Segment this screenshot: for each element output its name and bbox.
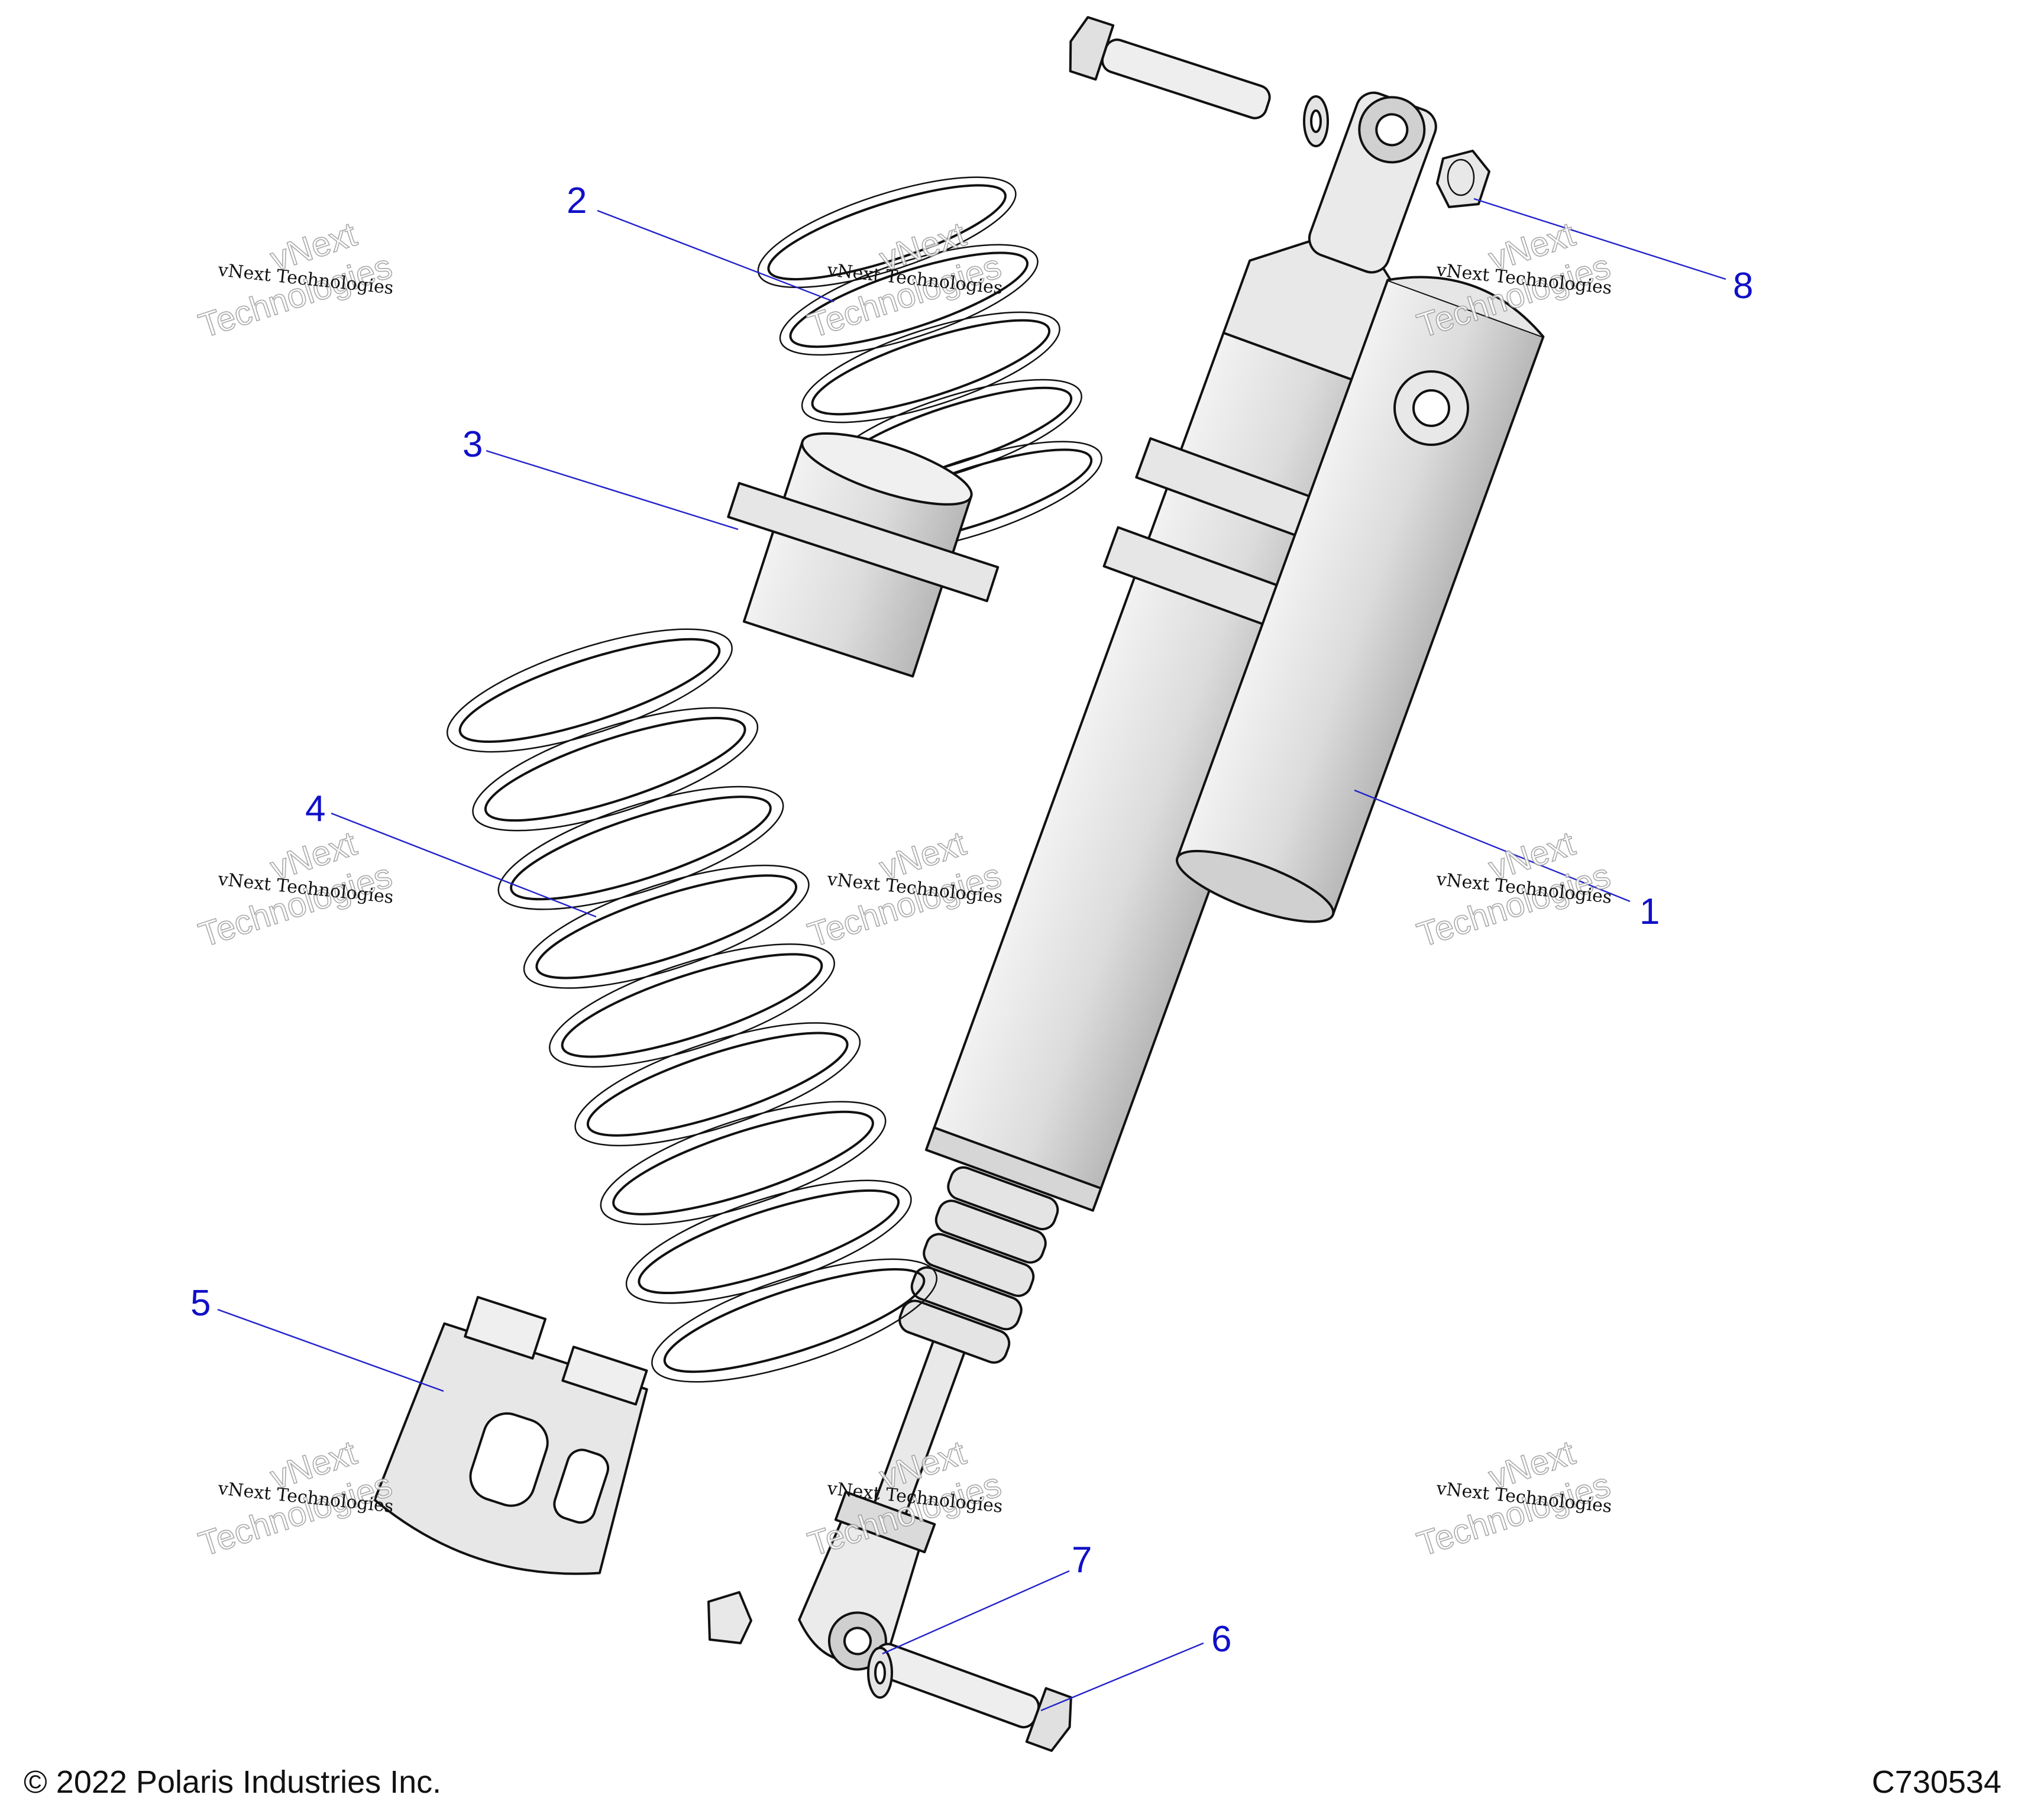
callout-1: 1 — [1639, 891, 1660, 932]
lower-nut — [707, 1591, 752, 1644]
leader-2 — [597, 209, 835, 303]
leader-6 — [1040, 1642, 1204, 1712]
spring-retainer — [373, 1295, 648, 1575]
callout-2: 2 — [567, 180, 587, 221]
upper-nut — [1436, 150, 1490, 208]
spring-coupler — [727, 432, 1000, 678]
watermark: vNext Technologies vNext Technologies — [1412, 824, 1616, 955]
leader-4 — [331, 812, 597, 918]
callout-5: 5 — [190, 1283, 211, 1324]
washer — [867, 1647, 893, 1699]
callout-6: 6 — [1211, 1619, 1231, 1660]
reservoir-fitting — [1393, 370, 1469, 446]
watermark: vNext Technologies vNext Technologies — [194, 1433, 397, 1564]
callout-8: 8 — [1733, 266, 1753, 306]
lower-bolt — [871, 1643, 1072, 1752]
watermark: vNext Technologies vNext Technologies — [194, 824, 397, 955]
bump-stop — [898, 1166, 1059, 1364]
figure-code: C730534 — [1871, 1764, 2001, 1800]
callout-labels: 1 2 3 4 5 6 7 8 — [190, 180, 1753, 1660]
leader-3 — [486, 450, 739, 531]
callout-4: 4 — [305, 788, 325, 829]
watermark: vNext Technologies vNext Technologies — [1412, 1433, 1616, 1564]
leader-8 — [1473, 198, 1726, 280]
leader-5 — [217, 1308, 444, 1392]
watermark: vNext Technologies vNext Technologies — [194, 215, 397, 346]
leader-lines — [217, 198, 1726, 1712]
copyright-notice: © 2022 Polaris Industries Inc. — [24, 1764, 442, 1800]
upper-washer — [1303, 95, 1329, 147]
callout-7: 7 — [1072, 1540, 1092, 1580]
leader-7 — [882, 1570, 1070, 1655]
main-spring — [447, 628, 937, 1383]
leader-1 — [1354, 789, 1631, 903]
watermark: vNext Technologies vNext Technologies — [803, 824, 1007, 955]
callout-3: 3 — [463, 424, 483, 465]
upper-bolt — [1069, 16, 1271, 119]
